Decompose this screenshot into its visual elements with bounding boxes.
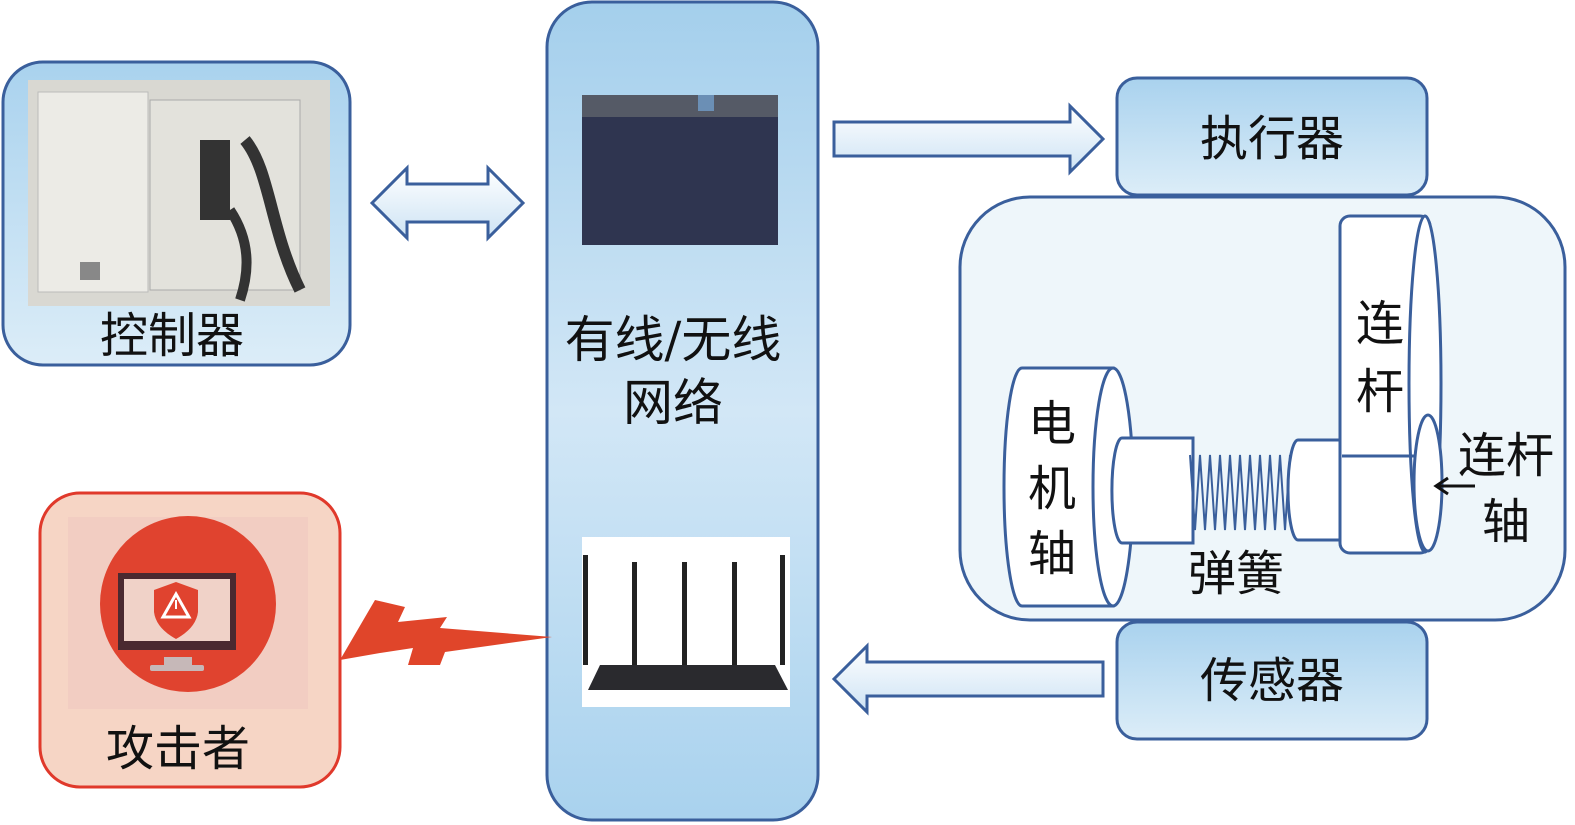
link-bar [1338,214,1444,555]
attack-lightning-icon [340,600,552,665]
actuator-box: 执行器 [1115,76,1429,197]
controller-photo [28,80,330,306]
spring [1189,454,1291,531]
plant-box: 电 机 轴 连 杆 连杆 轴 弹簧 [958,195,1567,622]
actuator-label: 执行器 [1200,111,1344,167]
attacker-label: 攻击者 [106,721,250,777]
motor-shaft-label-2: 机 [1028,461,1076,517]
network-label-line2: 网络 [623,374,723,432]
link-label-1: 连 [1356,296,1404,352]
sensor-label: 传感器 [1200,653,1344,709]
motor-shaft-label-1: 电 [1028,396,1076,452]
router-photo [582,537,790,707]
controller-box: 控制器 [1,60,352,367]
attacker-box: 攻击者 [38,491,342,789]
arrow-to-actuator [832,102,1106,176]
sensor-box: 传感器 [1115,620,1429,741]
network-label-line1: 有线/无线 [565,311,782,369]
arrow-from-sensor [831,642,1105,716]
motor-shaft [1110,436,1195,545]
link-shaft-label-2: 轴 [1482,494,1530,550]
compromised-computer-icon [100,516,276,692]
switch-photo [582,95,778,245]
link-label-2: 杆 [1356,364,1404,420]
link-shaft-left [1286,438,1347,542]
link-shaft-pointer-arrow [1433,476,1475,496]
motor-shaft-label-3: 轴 [1028,526,1076,582]
spring-label: 弹簧 [1188,546,1284,602]
controller-label: 控制器 [100,308,244,364]
link-shaft-label-1: 连杆 [1458,428,1554,484]
network-box: 有线/无线 网络 [545,0,820,822]
bidirectional-arrow [369,164,526,242]
